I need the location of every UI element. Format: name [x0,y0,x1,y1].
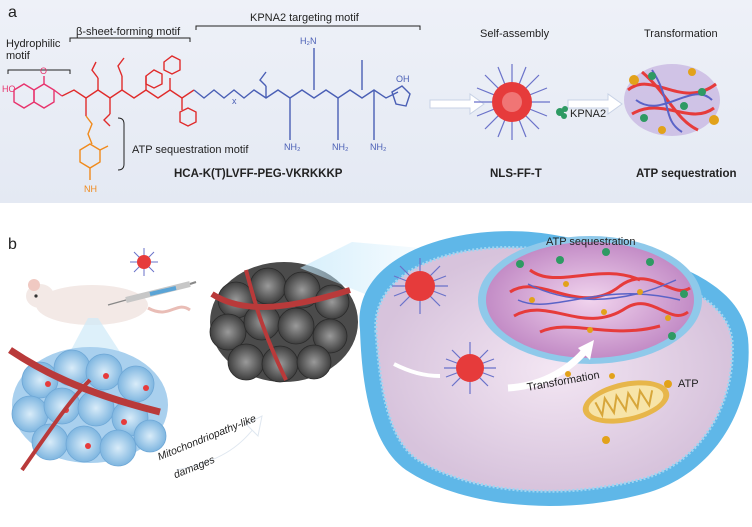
mouse-illustration [26,279,191,325]
transformation-arrow [567,93,623,115]
atom-ho: HO [2,84,16,94]
nls-ff-t-nanoparticle [474,64,550,140]
atp-sequestration-motif-label: ATP sequestration motif [132,144,249,156]
panel-b-letter: b [8,236,17,253]
transformed-fiber-network [624,64,720,136]
beta-sheet-backbone [61,55,197,127]
syringe-illustration [107,281,197,306]
tumor-damaged-grey [209,262,358,383]
peg-kpna2-backbone [193,48,411,140]
atom-o-coumarin: O [40,66,48,76]
motif-brackets [7,25,421,171]
tumor-blue [8,347,168,472]
atom-nh2-3: NH₂ [370,142,387,152]
atp-sequestration-structure [79,115,109,180]
atom-oh: OH [396,74,410,84]
atp-sequestration-result-label: ATP sequestration [636,168,737,180]
cell-illustration [359,231,749,506]
atom-h2n: H₂N [300,36,317,46]
damage-progression-arrow [175,415,263,475]
zoom-beam-mouse [70,318,120,352]
self-assembly-arrow [429,93,485,115]
beta-sheet-motif-label: β-sheet-forming motif [76,26,181,38]
atom-x: x [232,96,237,106]
injected-nanoparticle [130,248,158,276]
hydrophilic-motif-label: Hydrophilic motif [6,38,61,62]
nanoparticle-name: NLS-FF-T [490,168,542,180]
transformation-label: Transformation [644,28,718,40]
sequence-name: HCA-K(T)LVFF-PEG-VKRKKKP [174,168,343,180]
kpna2-targeting-motif-label: KPNA2 targeting motif [250,12,359,24]
panel-a-letter: a [8,4,17,21]
kpna2-label: KPNA2 [570,108,607,120]
atom-nh-atp: NH [84,184,97,194]
self-assembly-label: Self-assembly [480,28,550,40]
atp-label: ATP [678,378,699,390]
hydrophilic-coumarin-structure [13,76,63,109]
atom-nh2-1: NH₂ [284,142,301,152]
atom-nh2-2: NH₂ [332,142,349,152]
atp-sequestration-cell-label: ATP sequestration [546,236,636,248]
kpna2-protein-icon [556,106,568,119]
